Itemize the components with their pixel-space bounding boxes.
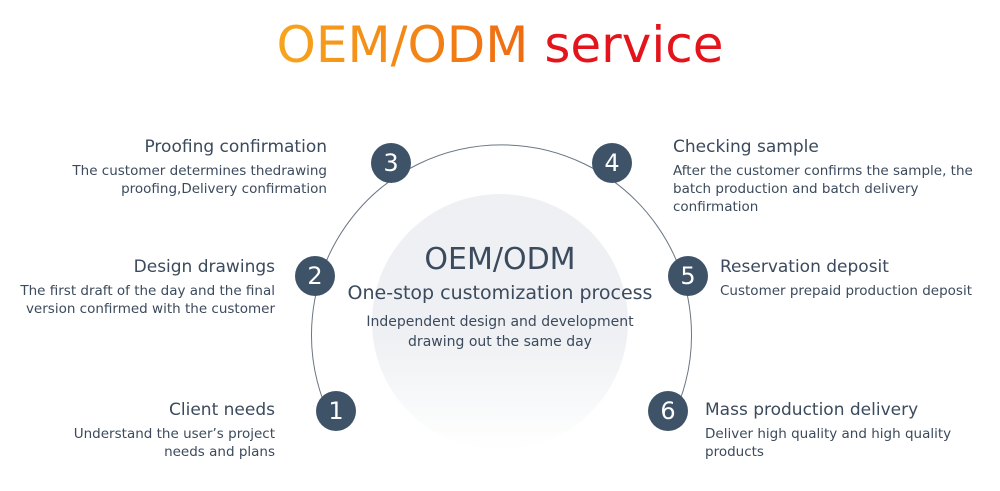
step-description: Customer prepaid production deposit xyxy=(720,283,973,299)
step-title: Client needs xyxy=(169,400,275,420)
step-4-badge: 4 xyxy=(592,143,632,183)
step-1-badge: 1 xyxy=(316,391,356,431)
center-circle xyxy=(372,194,628,450)
page-title: OEM/ODM service xyxy=(276,16,724,74)
step-title: Mass production delivery xyxy=(705,400,919,420)
step-title: Reservation deposit xyxy=(720,257,889,277)
step-5-badge: 5 xyxy=(668,256,708,296)
step-2-badge: 2 xyxy=(295,256,335,296)
step-title: Proofing confirmation xyxy=(144,137,327,157)
step-description: After the customer confirms the sample, … xyxy=(673,163,973,215)
step-3-badge: 3 xyxy=(371,143,411,183)
step-description: The first draft of the day and the final… xyxy=(20,283,275,317)
center-subheading: One-stop customization process xyxy=(347,282,653,304)
step-title: Checking sample xyxy=(673,137,819,157)
center-text: OEM/ODM One-stop customization process I… xyxy=(330,240,670,352)
step-6-badge: 6 xyxy=(648,391,688,431)
step-title: Design drawings xyxy=(133,257,275,277)
center-heading: OEM/ODM xyxy=(424,242,576,277)
